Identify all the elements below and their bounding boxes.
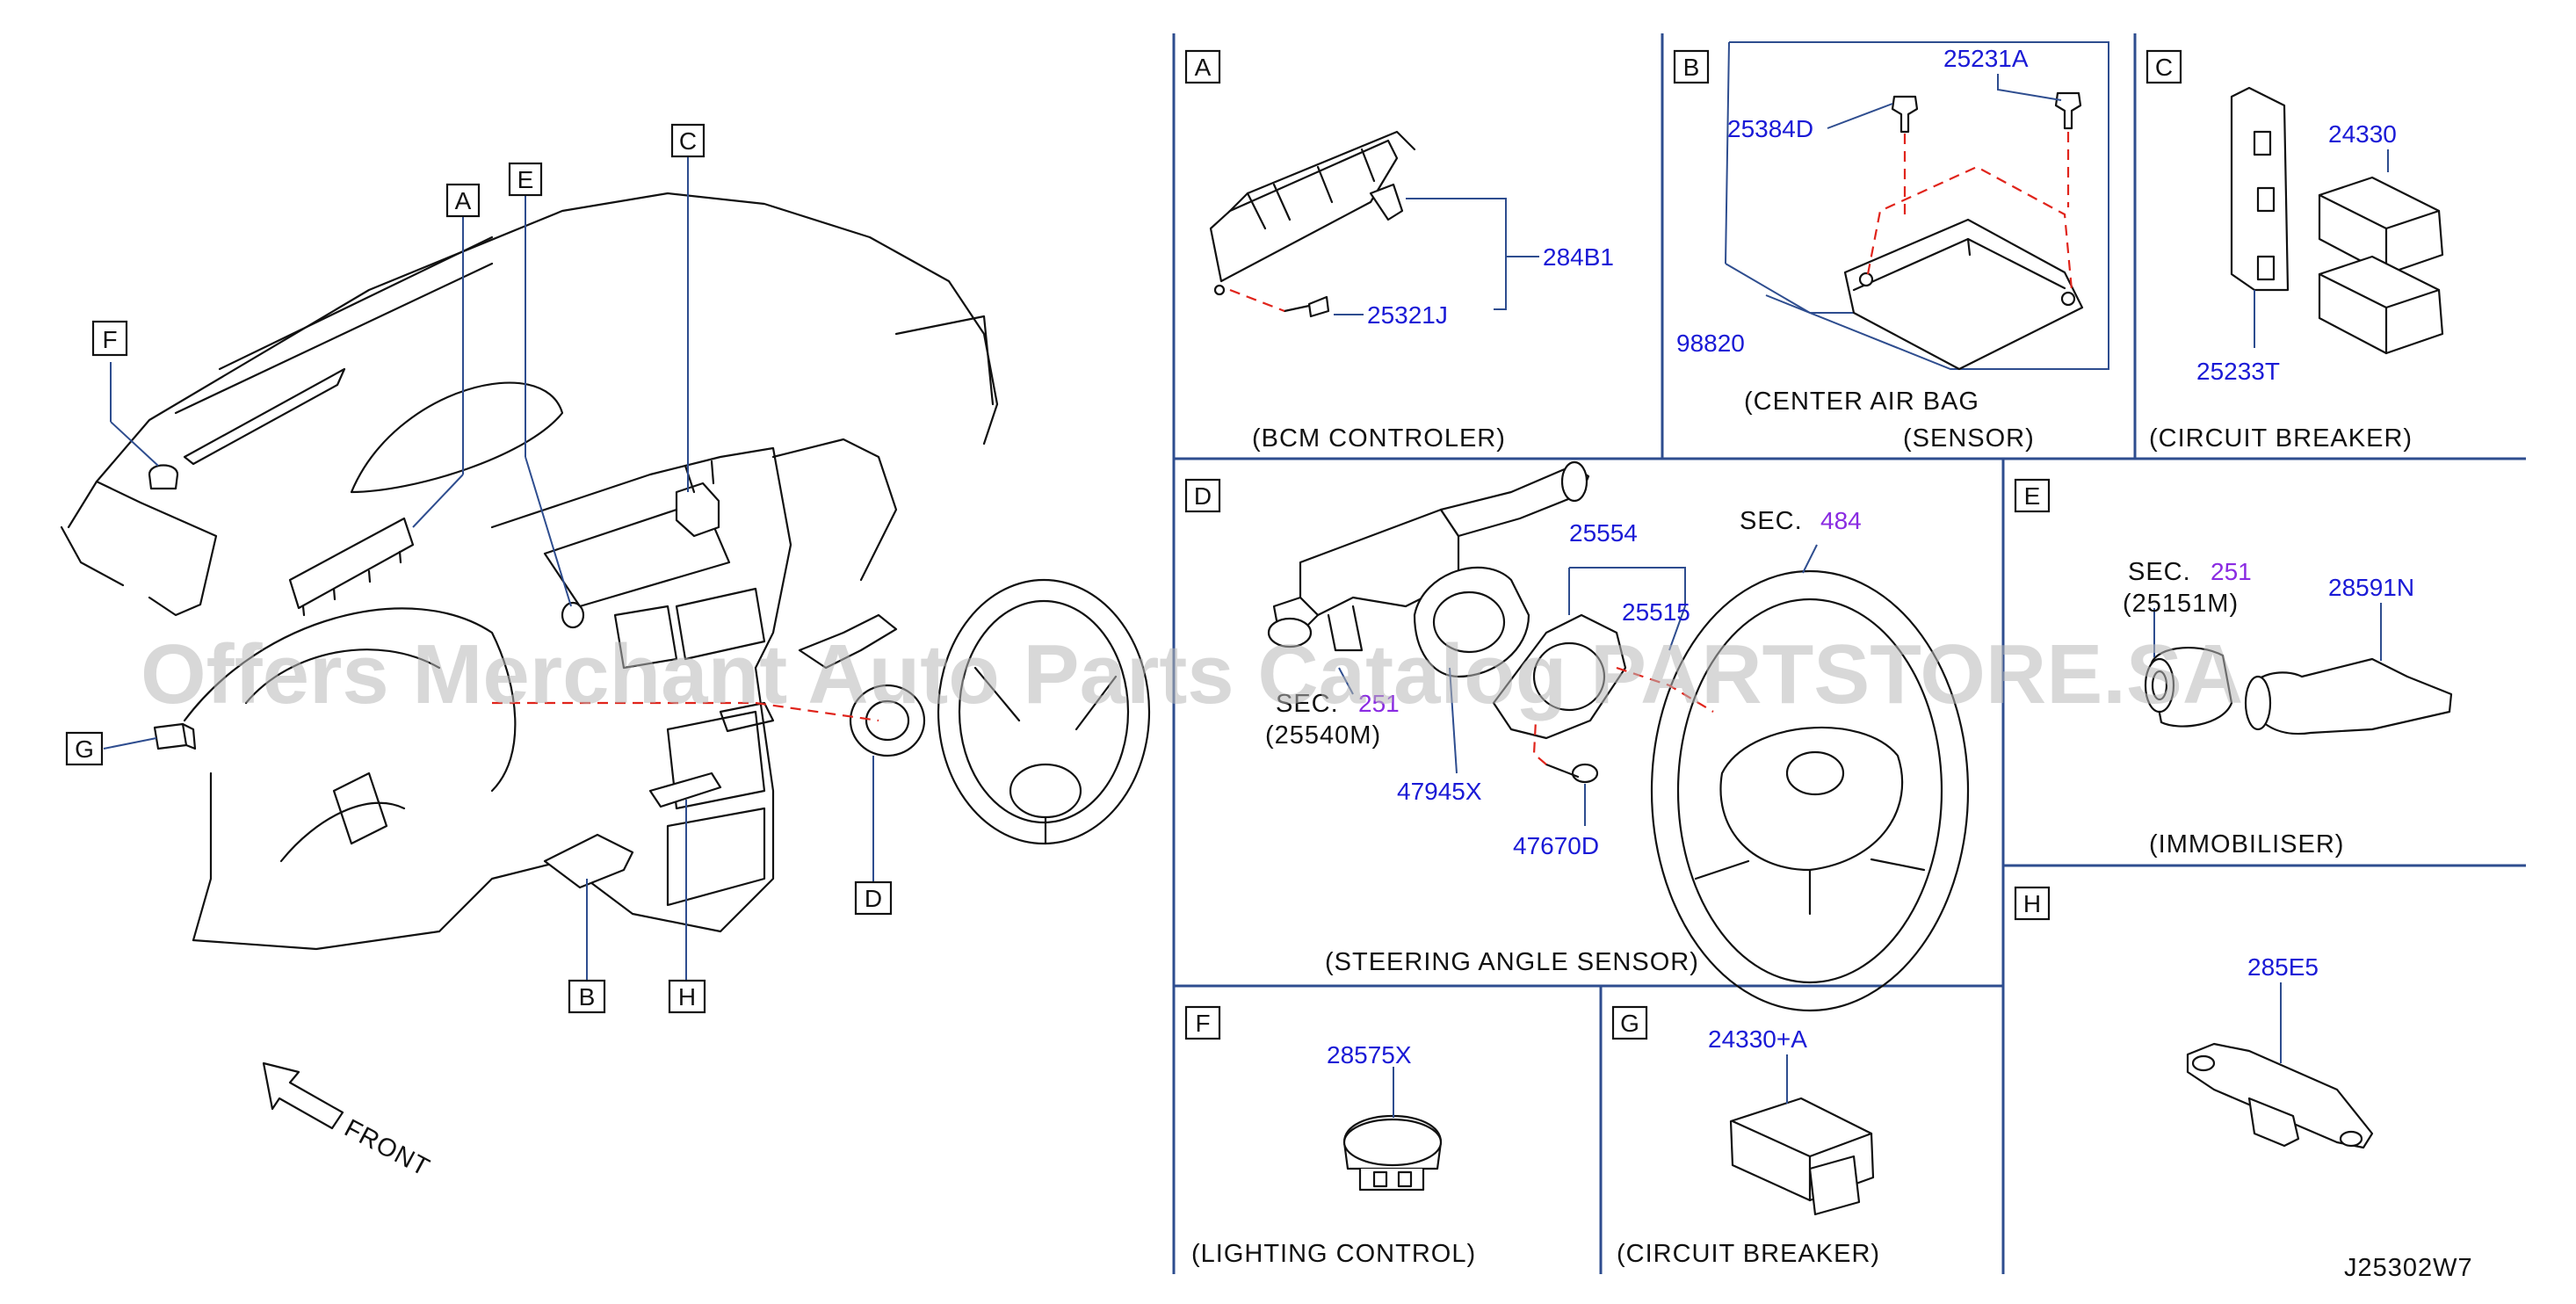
callout-E-label: E <box>517 166 534 193</box>
panel-A: A 284B1 25321J (BCM CONTROLER) <box>1184 49 1614 453</box>
dashboard-overview <box>60 192 1151 951</box>
panel-D: D 25554 25515 47945X 476 <box>1184 460 1970 1012</box>
panel-B-letter: B <box>1683 54 1700 81</box>
ref-25151M: (25151M) <box>2123 590 2239 618</box>
panel-E: E 28591N SEC. 251 (25151M) (IMMOBILISER) <box>2014 478 2453 858</box>
part-47945X[interactable]: 47945X <box>1397 778 1482 805</box>
sec-251-prefix: SEC. <box>1276 690 1339 718</box>
callout-C[interactable]: C <box>670 123 706 158</box>
sec-251-e-number[interactable]: 251 <box>2211 558 2252 585</box>
overview-leaders <box>103 156 874 981</box>
callout-E[interactable]: E <box>508 162 543 197</box>
panel-G-letter: G <box>1620 1010 1639 1037</box>
callout-B-label: B <box>579 983 596 1011</box>
callout-A[interactable]: A <box>445 183 481 218</box>
part-28591N[interactable]: 28591N <box>2328 574 2414 601</box>
part-285E5[interactable]: 285E5 <box>2247 953 2319 981</box>
front-label: FRONT <box>340 1114 435 1182</box>
panel-frame <box>1172 33 2526 1274</box>
part-25515[interactable]: 25515 <box>1622 598 1690 626</box>
part-24330-A[interactable]: 24330+A <box>1708 1025 1807 1053</box>
part-98820[interactable]: 98820 <box>1676 330 1745 357</box>
callout-D[interactable]: D <box>854 880 893 916</box>
callout-G-label: G <box>75 735 94 763</box>
panel-B: B 25231A 25384D 98820 (CENTER AIR BAG (S… <box>1673 41 2109 453</box>
part-47670D[interactable]: 47670D <box>1513 832 1599 859</box>
sec-484-prefix: SEC. <box>1740 507 1803 535</box>
callout-F[interactable]: F <box>91 320 128 357</box>
front-arrow: FRONT <box>262 1061 435 1182</box>
panel-C: C 24330 25233T (CIRCUIT BREAKER) <box>2145 49 2444 453</box>
panel-F-letter: F <box>1195 1010 1210 1037</box>
watermark: Offers Merchant Auto Parts Catalog PARTS… <box>141 627 2243 721</box>
part-25233T[interactable]: 25233T <box>2196 358 2280 385</box>
callout-F-label: F <box>102 326 117 353</box>
panel-C-letter: C <box>2155 54 2173 81</box>
panel-A-letter: A <box>1195 54 1212 81</box>
ref-25540M: (25540M) <box>1265 721 1381 750</box>
panel-G: G 24330+A (CIRCUIT BREAKER) <box>1611 1005 1880 1268</box>
sec-251-e-prefix: SEC. <box>2128 558 2191 586</box>
panel-F-caption: (LIGHTING CONTROL) <box>1191 1240 1476 1268</box>
callout-H-label: H <box>678 983 696 1011</box>
diagram-code: J25302W7 <box>2344 1254 2473 1282</box>
panel-E-letter: E <box>2024 482 2041 510</box>
panel-H-letter: H <box>2023 890 2041 917</box>
panel-C-caption: (CIRCUIT BREAKER) <box>2149 424 2413 453</box>
callout-C-label: C <box>679 127 697 155</box>
panel-D-caption: (STEERING ANGLE SENSOR) <box>1325 948 1699 976</box>
panel-F: F 28575X (LIGHTING CONTROL) <box>1184 1005 1476 1268</box>
part-25321J[interactable]: 25321J <box>1367 301 1448 329</box>
part-25231A[interactable]: 25231A <box>1943 45 2029 72</box>
sec-484-number[interactable]: 484 <box>1820 507 1862 534</box>
part-28575X[interactable]: 28575X <box>1327 1041 1412 1069</box>
panel-A-caption: (BCM CONTROLER) <box>1252 424 1506 453</box>
part-25384D[interactable]: 25384D <box>1727 115 1813 142</box>
panel-D-letter: D <box>1194 482 1212 510</box>
callout-D-label: D <box>865 885 882 912</box>
panel-B-caption-line1: (CENTER AIR BAG <box>1744 388 1979 416</box>
part-25554[interactable]: 25554 <box>1569 519 1638 547</box>
panel-G-caption: (CIRCUIT BREAKER) <box>1617 1240 1880 1268</box>
callout-B[interactable]: B <box>568 979 606 1014</box>
callout-A-label: A <box>455 187 472 214</box>
sec-251-number[interactable]: 251 <box>1358 690 1400 717</box>
panel-H: H 285E5 <box>2014 886 2374 1149</box>
panel-E-caption: (IMMOBILISER) <box>2149 830 2344 858</box>
part-284B1[interactable]: 284B1 <box>1543 243 1614 271</box>
panel-B-caption-line2: (SENSOR) <box>1903 424 2035 453</box>
part-24330[interactable]: 24330 <box>2328 120 2397 148</box>
callout-G[interactable]: G <box>65 731 104 766</box>
callout-H[interactable]: H <box>668 979 706 1014</box>
